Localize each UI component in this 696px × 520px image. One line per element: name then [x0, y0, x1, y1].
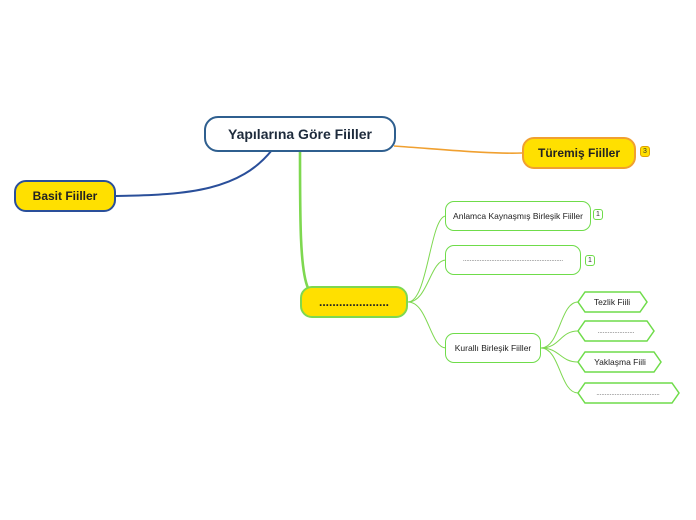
blank-subtopic-label: ........................................…	[462, 257, 564, 263]
link-dots-kurali	[407, 301, 447, 349]
anlamca-kaynasmis-label: Anlamca Kaynaşmış Birleşik Fiiller	[453, 211, 583, 221]
basit-fiiller-node[interactable]: Basit Fiiller	[14, 180, 116, 212]
link-root-turemis	[393, 145, 523, 154]
anlamca-count-badge[interactable]: 1	[593, 209, 603, 220]
link-kurali-leaf2	[540, 330, 579, 349]
basit-fiiller-label: Basit Fiiller	[32, 189, 98, 203]
leaf-node-shape-4[interactable]	[577, 382, 680, 404]
leaf-label-blank-1: ......................	[597, 329, 635, 335]
leaf-label-yaklasma: Yaklaşma Fiili	[594, 357, 646, 367]
link-root-dots	[298, 149, 310, 289]
link-dots-anlamca	[407, 215, 447, 303]
leaf-label-tezlik: Tezlik Fiili	[593, 297, 631, 307]
blank-subtopic-node[interactable]: ........................................…	[445, 245, 581, 275]
link-root-basit	[115, 149, 273, 197]
turemis-count-badge[interactable]: 3	[640, 146, 650, 157]
turemis-fiiller-node[interactable]: Türemiş Fiiller	[522, 137, 636, 169]
birlesik-fiiller-label: .....................	[318, 295, 389, 309]
root-node[interactable]: Yapılarına Göre Fiiller	[204, 116, 396, 152]
leaf-node-shape-3[interactable]	[577, 351, 662, 373]
root-label: Yapılarına Göre Fiiller	[228, 126, 372, 142]
leaf-node-shape-1[interactable]	[577, 291, 648, 313]
kuralli-birlesik-label: Kurallı Birleşik Fiiller	[454, 343, 532, 353]
anlamca-kaynasmis-node[interactable]: Anlamca Kaynaşmış Birleşik Fiiller	[445, 201, 591, 231]
link-dots-blank	[407, 259, 447, 303]
link-kurali-leaf4	[540, 347, 579, 394]
leaf-node-shape-2[interactable]	[577, 320, 655, 342]
turemis-fiiller-label: Türemiş Fiiller	[537, 146, 621, 160]
kuralli-birlesik-node[interactable]: Kurallı Birleşik Fiiller	[445, 333, 541, 363]
leaf-label-blank-2: ......................................	[596, 391, 660, 397]
blank-subtopic-count-badge[interactable]: 1	[585, 255, 595, 266]
link-kurali-leaf3	[540, 347, 579, 363]
birlesik-fiiller-node[interactable]: .....................	[300, 286, 408, 318]
link-kurali-leaf1	[540, 301, 579, 349]
